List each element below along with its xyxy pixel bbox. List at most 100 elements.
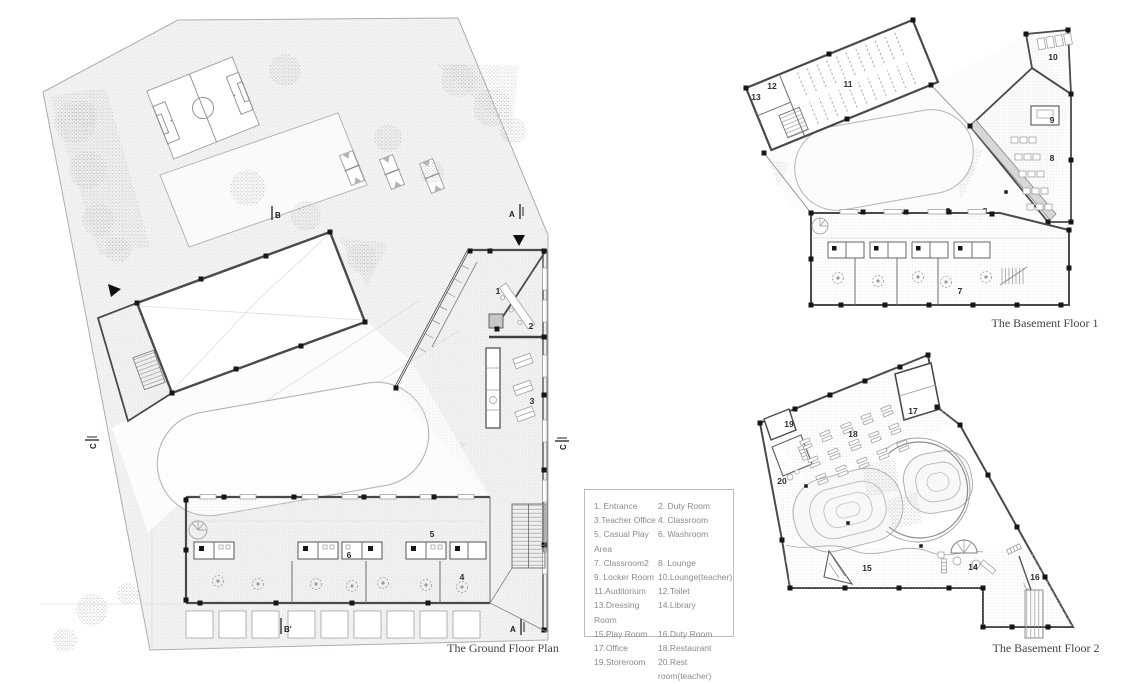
room-label-10: 10 (1048, 52, 1058, 62)
b2-stair-icon (1024, 589, 1044, 639)
room-label-9: 9 (1050, 115, 1055, 125)
legend-entry: 14.Library (658, 600, 696, 611)
legend-entry: 11.Auditorium (594, 586, 646, 597)
room-label-5: 5 (430, 529, 435, 539)
reception-desk (498, 282, 536, 330)
entrance-wing (393, 235, 548, 633)
planter-boxes (185, 610, 481, 639)
section-marker-b-top: B (271, 206, 281, 220)
legend-entry: 12.Toilet (658, 586, 690, 597)
legend-row: 13.Dressing Room 14.Library (594, 598, 729, 626)
basement2-title: The Basement Floor 2 (993, 641, 1100, 655)
spiral-stair-icon (188, 520, 208, 540)
pingpong-table (338, 149, 366, 187)
ground-floor-plan: 1 2 3 4 5 6 B A C C A B' The Ground Floo… (40, 17, 569, 655)
legend-row: 7. Classroom2 8. Lounge (594, 556, 729, 570)
legend-entry: 4. Classroom (658, 515, 709, 526)
football-field (146, 56, 260, 160)
room-label-19: 19 (784, 419, 794, 429)
legend-entry: 3.Teacher Office (594, 515, 656, 526)
section-marker-a-top: A (509, 204, 524, 219)
room-label-8: 8 (1050, 153, 1055, 163)
room-label-15: 15 (862, 563, 872, 573)
b2-semicircle (950, 539, 978, 554)
office-desk (512, 352, 534, 370)
legend-entry: 19.Storeroom (594, 657, 646, 668)
legend-entry: 1. Entrance (594, 501, 638, 511)
room-label-7: 7 (958, 286, 963, 296)
classroom-wing (183, 494, 548, 639)
legend-box: 1. Entrance 2. Duty Room 3.Teacher Offic… (584, 489, 734, 681)
stair-icon (132, 349, 166, 391)
legend-entry: 18.Restaurant (658, 643, 712, 654)
b1-washroom-cells (827, 241, 991, 259)
room-label-14: 14 (968, 562, 978, 572)
svg-text:B': B' (284, 625, 292, 634)
legend-row: 19.Storeroom 20.Rest room(teacher) (594, 655, 729, 683)
auditorium (743, 17, 940, 156)
room-label-6: 6 (347, 550, 352, 560)
legend-entry: 17.Office (594, 643, 628, 654)
svg-text:A: A (510, 625, 516, 634)
legend-entry: 20.Rest room(teacher) (658, 657, 712, 682)
legend-entry: 7. Classroom2 (594, 557, 649, 568)
legend-entry: 2. Duty Room (658, 501, 710, 511)
legend-row: 15.Play Room 16.Duty Room (594, 627, 729, 641)
svg-text:A: A (509, 210, 515, 219)
legend-entry: 15.Play Room (594, 628, 648, 639)
room-label-16: 16 (1030, 572, 1040, 582)
room-label-20: 20 (777, 476, 787, 486)
legend-entry: 10.Lounge(teacher) (658, 572, 733, 583)
b1-right-wing (967, 27, 1074, 225)
ground-plan-title: The Ground Floor Plan (447, 641, 559, 655)
b2-library-furniture (937, 543, 1022, 575)
basement1-plan: 7 8 9 10 11 12 13 The Basement Floor 1 (743, 17, 1099, 330)
legend-row: 11.Auditorium 12.Toilet (594, 584, 729, 598)
room-label-3: 3 (530, 396, 535, 406)
legend-row: 5. Casual Play Area 6. Washroom (594, 527, 729, 555)
section-marker-b-bottom: B' (280, 618, 292, 634)
room-label-17: 17 (908, 406, 918, 416)
trees (53, 54, 526, 652)
legend-row: 3.Teacher Office 4. Classroom (594, 513, 729, 527)
b2-tree-bed (886, 492, 922, 530)
basement2-plan: 14 15 16 17 18 19 20 The Basement Floor … (757, 352, 1100, 655)
svg-text:B: B (275, 211, 281, 220)
entrance-arrow-icon (108, 284, 121, 297)
room-label-1: 1 (496, 286, 501, 296)
legend-row: 1. Entrance 2. Duty Room (594, 499, 729, 513)
room-label-2: 2 (529, 321, 534, 331)
gym-building (96, 229, 368, 423)
room-label-13: 13 (751, 92, 761, 102)
entry-arrow-icon (513, 235, 525, 246)
b2-office (894, 361, 941, 422)
room-label-4: 4 (460, 572, 465, 582)
legend-row: 9. Locker Room 10.Lounge(teacher) (594, 570, 733, 584)
svg-text:C: C (89, 443, 98, 449)
legend-entry: 8. Lounge (658, 557, 696, 568)
legend-entry: 13.Dressing Room (594, 600, 640, 625)
room-label-12: 12 (767, 81, 777, 91)
room-label-11: 11 (844, 79, 853, 89)
b1-stair-icon (999, 266, 1028, 286)
pingpong-table (378, 153, 406, 191)
playground-contours (902, 450, 974, 514)
section-marker-c-left: C (85, 436, 99, 449)
legend-entry: 9. Locker Room (594, 572, 654, 583)
legend-entry: 6. Washroom (658, 529, 709, 540)
section-marker-a-bottom: A (510, 619, 525, 635)
room-label-18: 18 (848, 429, 858, 439)
office-desk (514, 405, 536, 423)
locker-rows (1010, 136, 1053, 211)
legend-row: 17.Office 18.Restaurant (594, 641, 729, 655)
section-marker-c-right: C (555, 437, 569, 450)
svg-text:C: C (559, 444, 568, 450)
washroom-cells (193, 541, 487, 560)
legend-entry: 5. Casual Play Area (594, 529, 649, 554)
b2-play-room-stair (823, 549, 854, 585)
b2-tree-bed (862, 458, 900, 498)
b1-spiral-stair-icon (811, 217, 829, 235)
basement1-title: The Basement Floor 1 (992, 316, 1099, 330)
